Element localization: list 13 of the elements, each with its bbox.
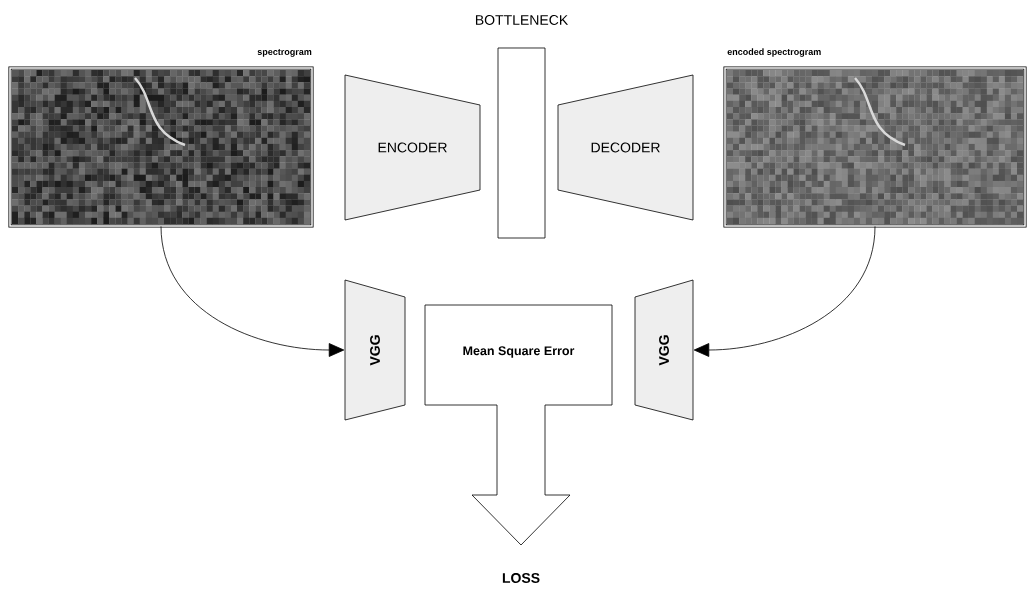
output-label: LOSS <box>502 573 540 583</box>
arrow <box>693 226 876 357</box>
node-label: BOTTLENECK <box>475 15 569 25</box>
error-box: Mean Square Error <box>424 304 613 546</box>
node-label: spectrogram <box>257 49 312 57</box>
spectrogram-picture: encoded spectrogram <box>723 48 1027 228</box>
vgg-trapezoid: VGG <box>634 279 694 421</box>
arrow <box>160 226 345 357</box>
node-label: encoded spectrogram <box>727 48 821 57</box>
decoder-trapezoid: DECODER <box>557 74 694 221</box>
encoder-trapezoid: ENCODER <box>344 74 481 221</box>
spectrogram-picture: spectrogram <box>8 49 314 228</box>
vgg-trapezoid: VGG <box>344 279 406 421</box>
